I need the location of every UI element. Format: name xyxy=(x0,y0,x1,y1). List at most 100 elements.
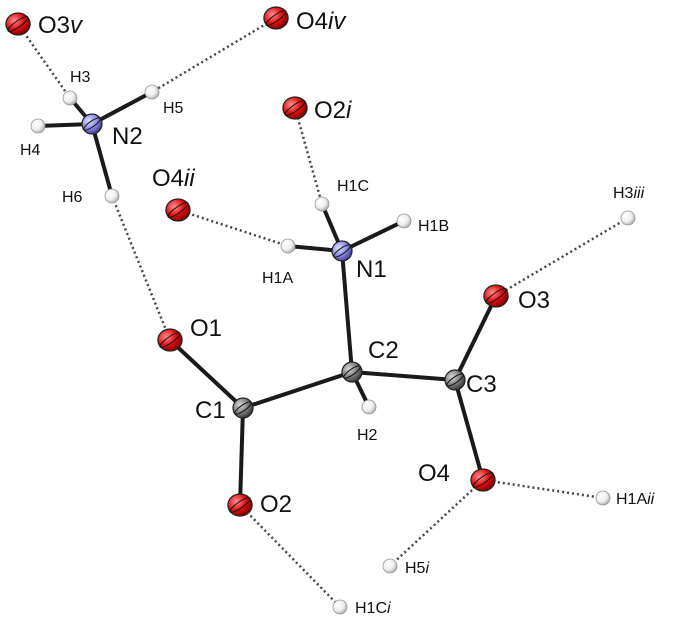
covalent-bond-layer xyxy=(36,90,498,507)
atom-label-text: O4 xyxy=(152,165,184,192)
atom-h4 xyxy=(30,118,46,134)
atom-label-o2i: O2i xyxy=(314,97,352,124)
atom-label-symmetry-code: ii xyxy=(647,491,655,508)
atom-label-h4: H4 xyxy=(20,142,41,159)
atom-h1b xyxy=(396,213,412,229)
atom-n1 xyxy=(331,240,353,262)
covalent-bond-n2-h6 xyxy=(90,122,114,198)
atom-label-o3: O3 xyxy=(518,287,550,314)
atom-label-text: H4 xyxy=(20,142,41,159)
atom-label-text: H5 xyxy=(163,100,184,117)
atom-label-text: C2 xyxy=(368,337,399,364)
hydrogen-bond-o4iv-h5 xyxy=(151,16,277,94)
atom-sphere-o3v xyxy=(5,12,31,36)
covalent-bond-n2-h5 xyxy=(90,90,154,126)
atom-axis-o4 xyxy=(472,472,494,488)
atom-label-text: O2 xyxy=(260,491,292,518)
atom-label-h1ci: H1Ci xyxy=(355,600,391,617)
atom-o3 xyxy=(483,284,509,308)
atom-sphere-n1 xyxy=(331,240,353,262)
covalent-bond-n1-c2 xyxy=(340,249,354,374)
atom-label-h5i: H5i xyxy=(405,560,429,577)
atom-label-text: O1 xyxy=(190,315,222,342)
atom-axis-n2 xyxy=(83,117,101,131)
atom-axis-n1 xyxy=(333,244,351,258)
atom-label-text: N1 xyxy=(356,256,387,283)
atom-h5i xyxy=(382,558,398,574)
atom-h2 xyxy=(361,399,377,415)
atom-o2i xyxy=(282,96,308,120)
atom-label-h6: H6 xyxy=(62,189,83,206)
atom-c3 xyxy=(444,369,466,391)
atom-sphere-h1ci xyxy=(332,599,348,615)
atom-label-text: H1C xyxy=(355,600,387,617)
atom-label-text: H1A xyxy=(262,270,293,287)
covalent-bond-n1-h1b xyxy=(340,219,406,253)
atom-label-o2: O2 xyxy=(260,491,292,518)
atom-label-h1b: H1B xyxy=(418,218,449,235)
atom-o4 xyxy=(470,468,496,492)
atom-h5 xyxy=(144,84,160,100)
atom-label-symmetry-code: i xyxy=(425,560,429,577)
atom-label-h3iii: H3iii xyxy=(613,185,645,202)
atom-sphere-o2i xyxy=(282,96,308,120)
atom-o3v xyxy=(5,12,31,36)
hydrogen-bond-o2i-h1c xyxy=(293,107,324,205)
covalent-bond-c1-o1 xyxy=(168,338,245,410)
atom-label-text: O4 xyxy=(296,8,328,35)
hydrogen-bond-o4-h1aii xyxy=(482,478,604,500)
atom-label-text: C3 xyxy=(466,371,497,398)
atom-label-h5: H5 xyxy=(163,100,184,117)
atom-o4iv xyxy=(263,6,289,30)
covalent-bond-c2-c1 xyxy=(241,370,354,410)
atom-sphere-h1b xyxy=(396,213,412,229)
atom-h6 xyxy=(104,188,120,204)
hydrogen-bond-o3v-h3 xyxy=(16,23,72,99)
atom-label-o3v: O3v xyxy=(38,12,84,39)
atom-label-text: H1B xyxy=(418,218,449,235)
atom-sphere-h1a xyxy=(280,238,296,254)
atom-sphere-h2 xyxy=(361,399,377,415)
atom-sphere-c2 xyxy=(341,361,363,383)
atom-axis-o4iv xyxy=(265,10,287,26)
covalent-bond-c3-o3 xyxy=(453,294,498,382)
atom-label-h1a: H1A xyxy=(262,270,293,287)
atom-sphere-o4ii xyxy=(165,198,191,222)
atom-label-text: H1A xyxy=(616,491,647,508)
atom-label-n2: N2 xyxy=(112,123,143,150)
atom-h1a xyxy=(280,238,296,254)
atom-axis-o2 xyxy=(229,497,251,513)
atom-label-symmetry-code: i xyxy=(387,600,391,617)
hydrogen-bond-h6-o1 xyxy=(110,195,172,341)
atom-label-n1: N1 xyxy=(356,256,387,283)
atom-label-text: H6 xyxy=(62,189,83,206)
atom-label-symmetry-code: ii xyxy=(184,165,195,192)
atom-sphere-c1 xyxy=(232,397,254,419)
atom-label-text: H5 xyxy=(405,560,426,577)
hydrogen-bond-o4-h5i xyxy=(389,479,484,567)
atom-sphere-h4 xyxy=(30,118,46,134)
atom-axis-o4ii xyxy=(167,202,189,218)
atom-label-h1aii: H1Aii xyxy=(616,491,655,508)
atom-axis-o3v xyxy=(7,16,29,32)
atom-o2 xyxy=(227,493,253,517)
atom-label-o4: O4 xyxy=(418,460,450,487)
atom-sphere-n2 xyxy=(81,113,103,135)
atom-label-o4ii: O4ii xyxy=(152,165,195,192)
atom-label-o1: O1 xyxy=(190,315,222,342)
covalent-bond-c3-o4 xyxy=(453,378,485,482)
atom-label-text: O4 xyxy=(418,460,450,487)
atom-label-text: N2 xyxy=(112,123,143,150)
atom-label-c1: C1 xyxy=(195,397,226,424)
atom-label-o4iv: O4iv xyxy=(296,8,347,35)
atom-sphere-h1aii xyxy=(595,490,611,506)
atom-sphere-o4 xyxy=(470,468,496,492)
atom-sphere-h3iii xyxy=(620,210,636,226)
atom-h3 xyxy=(62,90,78,106)
atom-label-text: O3 xyxy=(518,287,550,314)
atom-label-symmetry-code: v xyxy=(70,12,84,39)
covalent-bond-c1-o2 xyxy=(238,406,245,507)
atom-h1ci xyxy=(332,599,348,615)
